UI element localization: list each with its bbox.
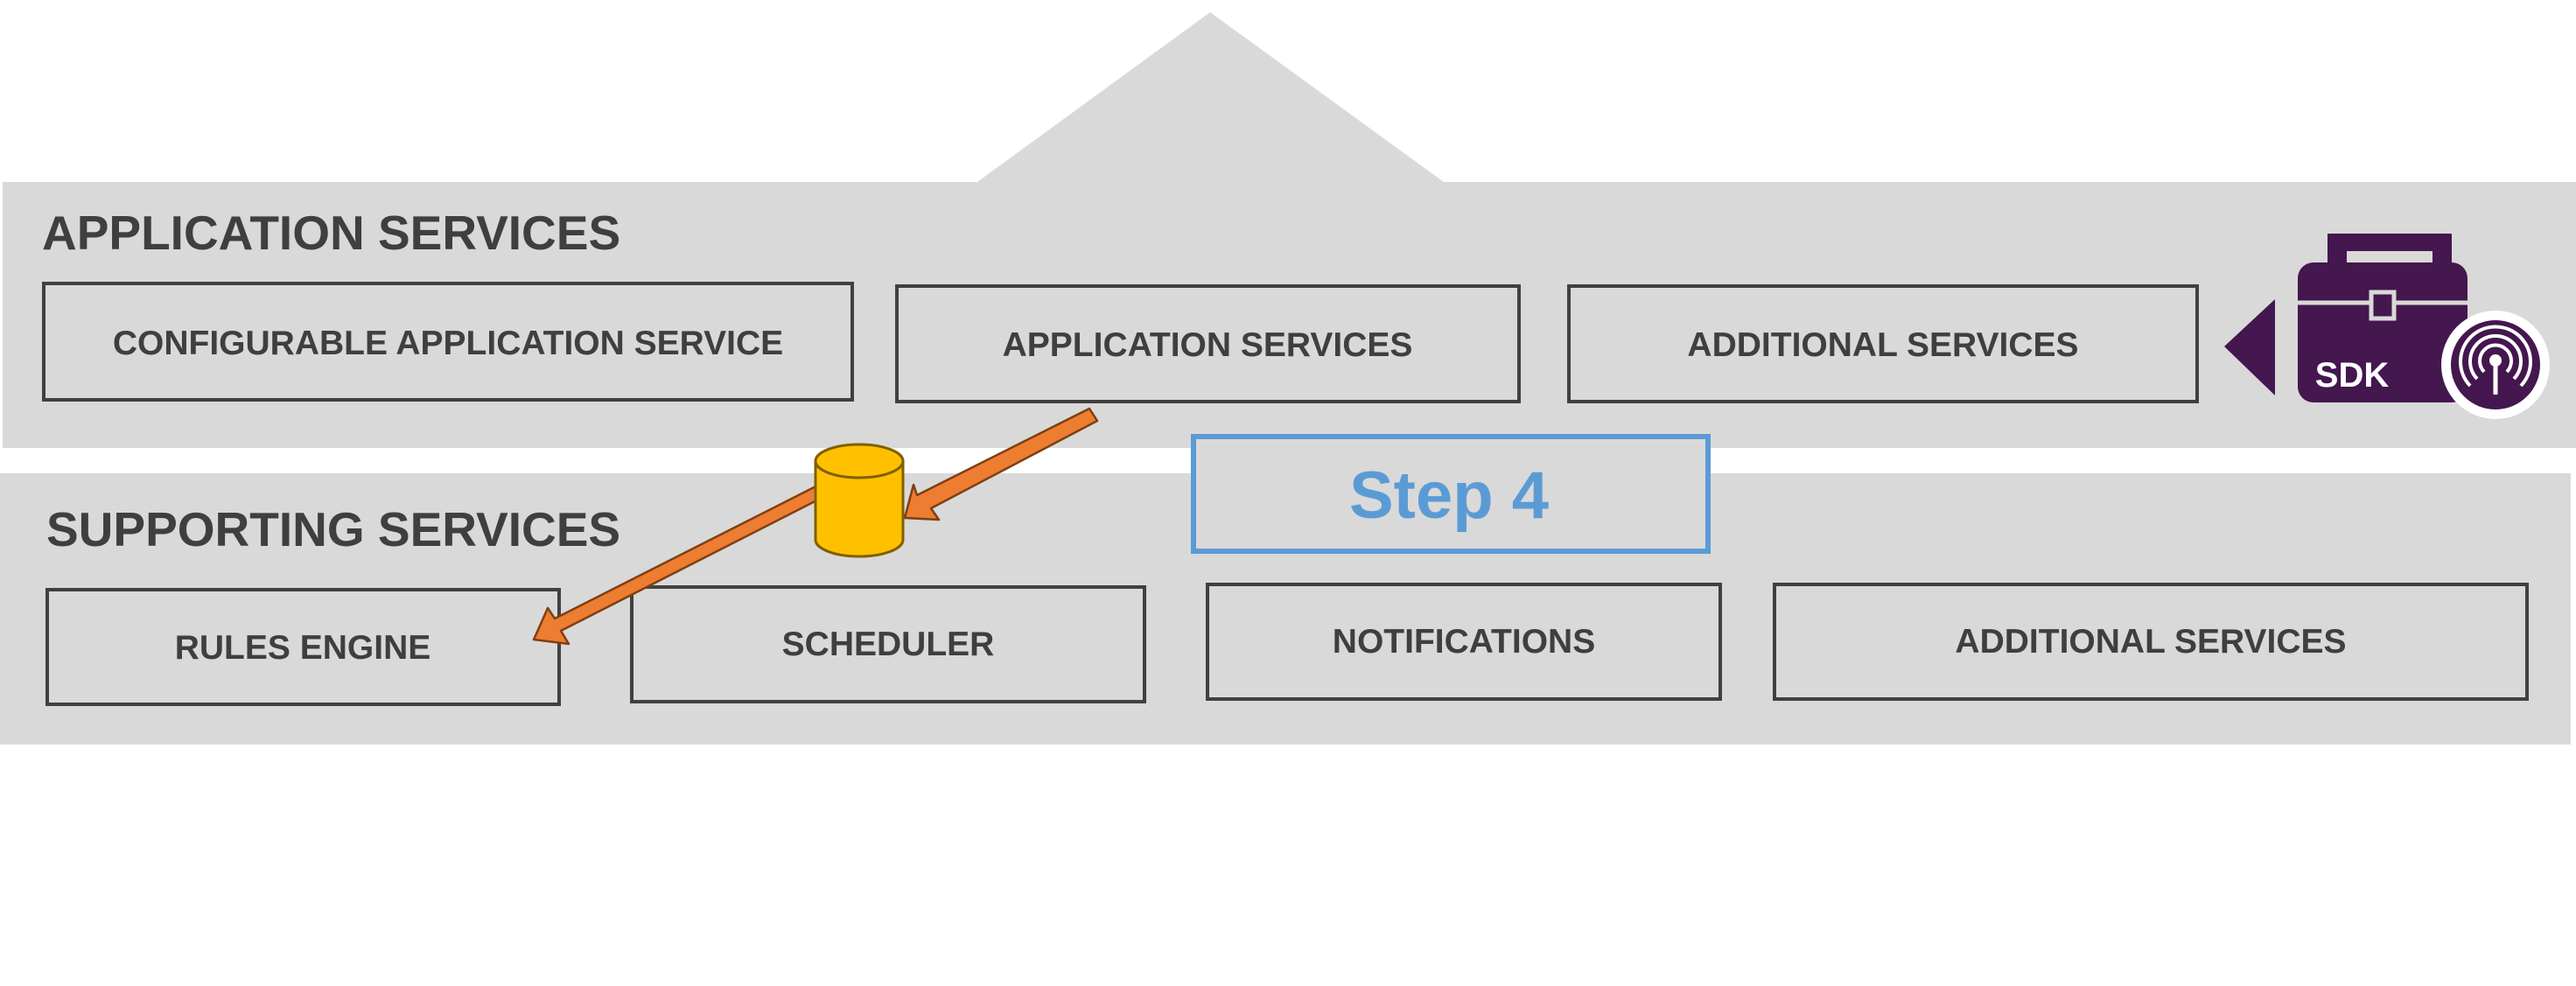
supporting-service-box-rules-engine: RULES ENGINE xyxy=(46,588,561,706)
flow-arrow-to-database xyxy=(903,407,1099,521)
supporting-service-box-notifications-label: NOTIFICATIONS xyxy=(1333,623,1595,661)
sdk-pointer-arrow xyxy=(2224,299,2275,395)
roof-triangle xyxy=(977,12,1444,182)
application-service-box-additional-label: ADDITIONAL SERVICES xyxy=(1687,326,2078,364)
application-service-box-application: APPLICATION SERVICES xyxy=(895,284,1521,403)
application-services-title: APPLICATION SERVICES xyxy=(42,206,620,260)
supporting-service-box-scheduler: SCHEDULER xyxy=(630,585,1146,703)
supporting-service-box-rules-engine-label: RULES ENGINE xyxy=(175,629,431,667)
sdk-toolbox: SDK xyxy=(2224,234,2550,419)
sdk-label: SDK xyxy=(2315,356,2390,395)
application-service-box-configurable-label: CONFIGURABLE APPLICATION SERVICE xyxy=(113,325,783,362)
supporting-services-title: SUPPORTING SERVICES xyxy=(46,502,620,556)
application-service-box-additional: ADDITIONAL SERVICES xyxy=(1567,284,2199,403)
supporting-service-box-additional: ADDITIONAL SERVICES xyxy=(1773,583,2529,701)
database-icon xyxy=(814,443,905,558)
step-callout: Step 4 xyxy=(1191,434,1711,554)
step-label: Step 4 xyxy=(1349,458,1549,533)
application-service-box-configurable: CONFIGURABLE APPLICATION SERVICE xyxy=(42,282,854,402)
broadcast-signal-icon xyxy=(2441,311,2550,419)
toolbox-icon: SDK xyxy=(2298,234,2468,402)
supporting-service-box-notifications: NOTIFICATIONS xyxy=(1206,583,1722,701)
supporting-service-box-scheduler-label: SCHEDULER xyxy=(782,626,995,663)
application-service-box-application-label: APPLICATION SERVICES xyxy=(1003,326,1413,364)
application-services-band xyxy=(3,182,2576,448)
flow-arrow-to-rules-engine xyxy=(532,479,836,646)
supporting-service-box-additional-label: ADDITIONAL SERVICES xyxy=(1955,623,2346,661)
